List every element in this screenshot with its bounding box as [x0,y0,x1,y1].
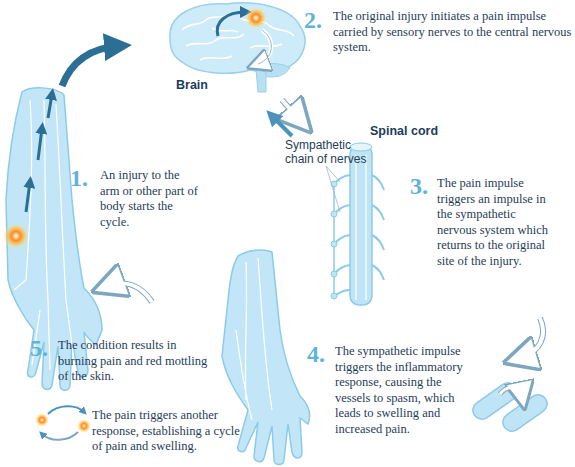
step-text: The sympathetic impulse triggers the inf… [335,344,475,437]
flow-arrow [108,283,152,302]
note-text: The pain triggers another response, esta… [92,408,242,455]
step-text: The pain impulse triggers an impulse in … [437,176,557,269]
callout-number: 3. [410,174,440,198]
spinal-cord-illustration [326,143,384,305]
flow-arrow [272,116,292,136]
step-text: The original injury initiates a pain imp… [333,9,573,56]
flow-arrow [282,100,300,120]
part-name: Brain [176,78,236,94]
cycle-icon [35,406,91,440]
part-name: Spinal cord [370,124,460,140]
flow-arrow [62,46,118,86]
part-name: Sympathetic chain of nerves [285,138,373,166]
callout-number: 4. [307,342,337,366]
callout-number: 1. [70,166,100,190]
vessel-illustration [469,379,550,434]
step-text: The condition results in burning pain an… [58,338,208,385]
callout-number: 5. [30,336,60,360]
flow-arrow [520,318,543,358]
step-text: An injury to the arm or other part of bo… [100,168,200,230]
callout-number: 2. [304,8,334,32]
